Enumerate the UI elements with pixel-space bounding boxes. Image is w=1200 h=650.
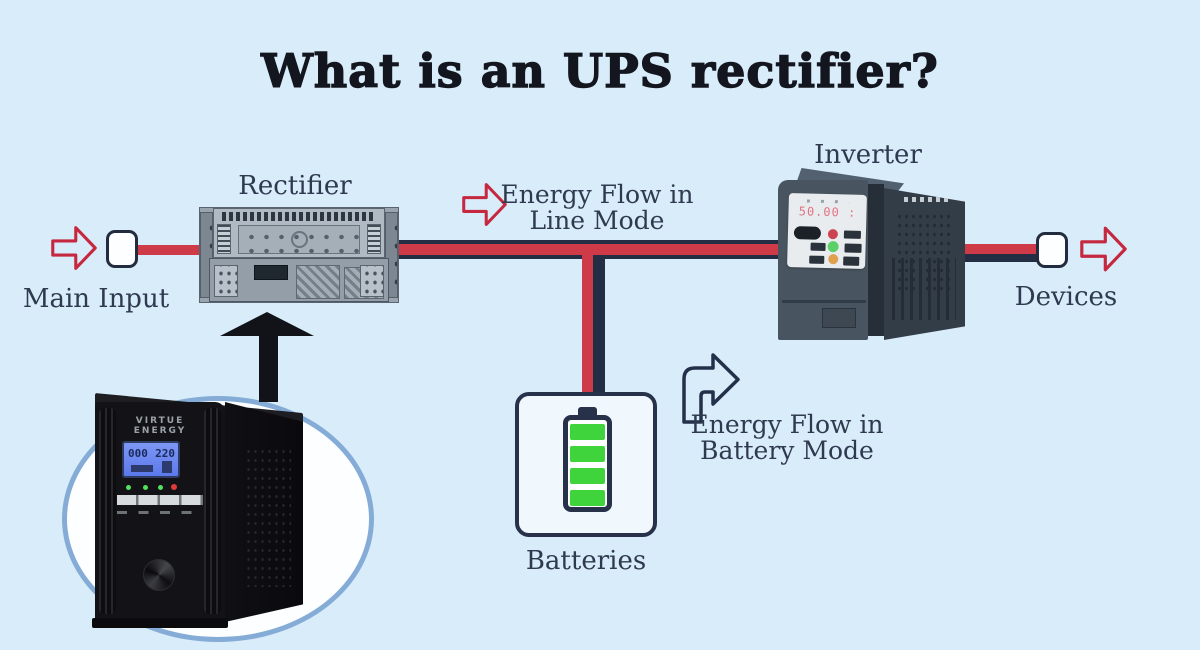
line-input-to-rectifier: [136, 245, 200, 255]
ups-brand-line1: VIRTUE: [135, 416, 185, 426]
terminal-strip-right: [367, 224, 381, 254]
panel-button: [843, 230, 862, 239]
panel-button: [810, 242, 826, 251]
rectifier-top-unit: [213, 208, 385, 258]
battery-line-navy: [593, 259, 605, 394]
ups-grille-right: [204, 408, 221, 614]
line-mode-arrow-icon: [462, 183, 507, 226]
devices-label: Devices: [1014, 282, 1118, 312]
battery-mode-caption-1: Energy Flow in: [690, 410, 884, 439]
output-connector-node: [1036, 232, 1068, 268]
inverter-display-value: 50.00 :: [788, 204, 866, 220]
inverter-control-panel: 50.00 :: [787, 192, 867, 270]
ups-brand-text: VIRTUE ENERGY: [116, 416, 204, 436]
rectifier-label: Rectifier: [238, 171, 352, 201]
line-mode-caption: Energy Flow in Line Mode: [462, 182, 732, 234]
panel-button: [844, 243, 862, 253]
panel-marks: [806, 199, 849, 204]
battery-bar: [570, 424, 605, 440]
knob-icon: [793, 226, 822, 240]
page-title: What is an UPS rectifier?: [260, 43, 939, 98]
up-arrow-stem: [259, 334, 278, 402]
display-digits: 50.00: [798, 204, 841, 220]
red-led-icon: [827, 229, 839, 240]
ups-side-face: [225, 402, 303, 622]
rectifier-bottom-unit: [209, 258, 389, 302]
green-led-icon: [827, 241, 839, 253]
ups-grille-left: [99, 408, 116, 614]
front-hatch: [822, 308, 856, 328]
battery-mode-arrow-icon: [682, 353, 740, 424]
rectifier-display: [254, 265, 288, 280]
display-indicator: :: [847, 205, 857, 220]
main-input-arrow-icon: [51, 226, 97, 270]
orange-led-icon: [828, 254, 839, 265]
battery-bar: [570, 446, 605, 462]
battery-mode-caption: Energy Flow in Battery Mode: [657, 412, 917, 464]
inverter-side-face: [884, 188, 965, 340]
main-input-label: Main Input: [22, 284, 170, 314]
line-rectifier-to-inverter: [397, 240, 792, 259]
ups-led-green: [158, 485, 163, 490]
rectifier-front-panel: [238, 225, 360, 254]
vent-slats: [892, 258, 956, 320]
batteries-label: Batteries: [525, 546, 647, 576]
ups-swirl-logo-icon: [143, 559, 175, 591]
battery-cap: [578, 407, 597, 417]
lcd-glyph: [131, 465, 153, 472]
input-connector-node: [106, 230, 138, 268]
terminal-block-right: [360, 265, 384, 297]
heatsink-module: [296, 265, 340, 299]
dial-icon: [291, 231, 308, 248]
ups-button-labels: [117, 511, 203, 514]
line-mode-caption-1: Energy Flow in: [500, 180, 694, 209]
battery-mode-caption-2: Battery Mode: [700, 436, 874, 465]
line-mode-caption-2: Line Mode: [529, 206, 665, 235]
lcd-right-value: 220: [155, 447, 175, 460]
ups-led-green: [126, 485, 131, 490]
ups-base: [92, 618, 228, 628]
inverter-label: Inverter: [814, 140, 922, 170]
battery-line-red: [582, 244, 593, 394]
up-arrow-icon: [220, 312, 314, 336]
terminal-strip-left: [217, 224, 231, 254]
battery-bar: [570, 490, 605, 506]
connector-slot-row: [222, 212, 376, 221]
ups-brand-line2: ENERGY: [133, 426, 187, 436]
rectifier-device: [199, 207, 399, 303]
terminal-block-left: [214, 265, 238, 297]
ups-button-strip: [117, 495, 203, 505]
lcd-left-value: 000: [128, 447, 148, 460]
vent-dots: [245, 447, 291, 587]
inverter-corner-shadow: [866, 184, 884, 336]
ups-led-red: [171, 484, 177, 490]
terminal-dash-strip: [904, 197, 952, 202]
panel-button: [843, 256, 860, 266]
line-inverter-to-devices: [950, 244, 1040, 262]
front-groove: [782, 300, 866, 303]
lcd-battery-glyph: [162, 461, 172, 473]
ups-lcd-screen: 000 220: [122, 441, 180, 478]
panel-button: [809, 255, 825, 264]
ups-led-green: [143, 485, 148, 490]
battery-bar: [570, 468, 605, 484]
devices-arrow-icon: [1080, 226, 1127, 272]
